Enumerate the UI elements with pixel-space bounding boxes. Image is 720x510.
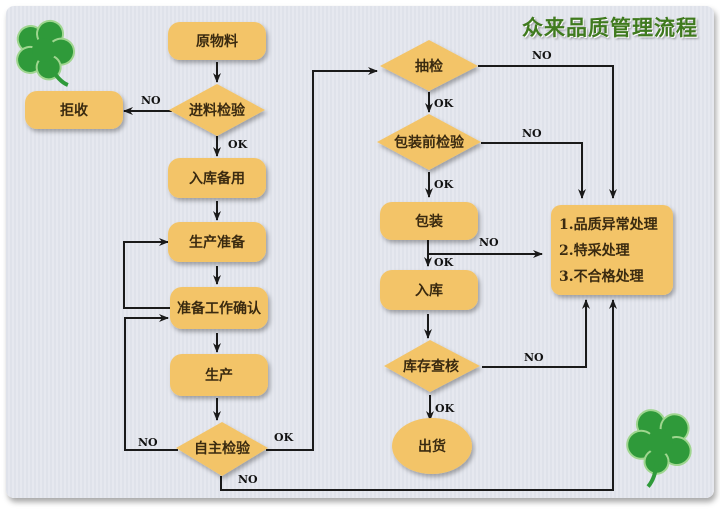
node-label: 包装	[415, 213, 444, 230]
node-pre-packing-inspection[interactable]	[377, 114, 481, 170]
clover-icon	[626, 409, 692, 488]
handling-item: 2.特采处理	[559, 242, 630, 259]
node-stock-in-standby[interactable]	[168, 158, 266, 198]
node-sampling-inspection[interactable]	[380, 40, 478, 91]
edge-label-no: NO	[522, 127, 542, 140]
node-label: 抽检	[415, 58, 443, 75]
edge-label-ok: OK	[435, 402, 455, 415]
node-raw-material[interactable]	[168, 22, 266, 60]
edge-label-no: NO	[141, 94, 161, 107]
connectors	[123, 62, 617, 491]
node-label: 库存查核	[403, 358, 459, 375]
edge-label-ok: OK	[434, 178, 454, 191]
edge-label-no: NO	[524, 351, 544, 364]
handling-item: 3.不合格处理	[559, 268, 644, 285]
node-label: 进料检验	[189, 102, 246, 119]
node-production-prep[interactable]	[168, 222, 266, 262]
node-warehousing[interactable]	[380, 270, 478, 310]
handling-item: 1.品质异常处理	[559, 216, 658, 233]
node-label: 出货	[418, 438, 446, 455]
page-title: 众来品质管理流程	[522, 15, 698, 40]
node-label: 生产准备	[189, 234, 246, 251]
node-label: 入库备用	[189, 170, 245, 187]
node-label: 准备工作确认	[177, 300, 262, 317]
edge-label-ok: OK	[434, 256, 454, 269]
node-label: 原物料	[196, 33, 238, 50]
edge-label-ok: OK	[274, 431, 294, 444]
edge-label-no: NO	[138, 436, 158, 449]
edge-label-ok: OK	[228, 138, 248, 151]
node-label: 包装前检验	[394, 134, 465, 151]
node-packing[interactable]	[380, 202, 478, 240]
node-production[interactable]	[170, 354, 268, 396]
node-self-inspection[interactable]	[176, 422, 268, 476]
node-prep-work-confirm[interactable]	[170, 287, 268, 329]
node-shipment[interactable]	[392, 418, 472, 474]
edge-label-no: NO	[532, 49, 552, 62]
node-label: 拒收	[60, 102, 89, 119]
node-handling[interactable]	[551, 205, 673, 295]
node-reject[interactable]	[25, 91, 123, 129]
edge-label-no: NO	[479, 236, 499, 249]
edge-label-ok: OK	[434, 97, 454, 110]
node-label: 入库	[415, 282, 443, 299]
node-incoming-inspection[interactable]	[169, 84, 265, 136]
node-label: 自主检验	[194, 440, 251, 457]
clover-icon	[16, 19, 76, 87]
edge-label-no: NO	[238, 473, 258, 486]
node-inventory-check[interactable]	[384, 340, 480, 392]
node-label: 生产	[205, 367, 233, 384]
